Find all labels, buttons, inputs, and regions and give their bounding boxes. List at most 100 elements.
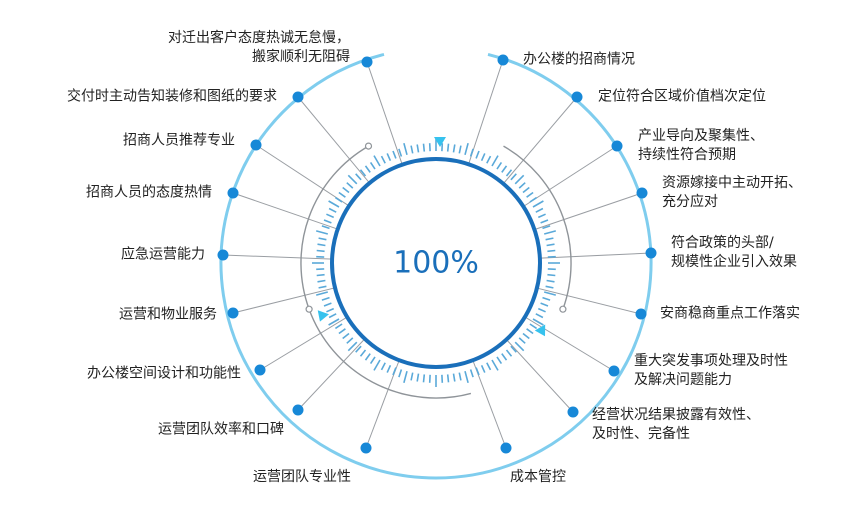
tick-mark: [454, 374, 455, 382]
tick-mark: [536, 314, 543, 318]
tick-mark: [411, 146, 413, 154]
tick-mark: [387, 365, 390, 372]
tick-mark: [541, 220, 548, 223]
tick-mark: [387, 153, 390, 160]
item-label-line: 充分应对: [662, 193, 802, 212]
tick-mark: [547, 251, 555, 252]
item-label: 成本管控: [510, 468, 566, 487]
tick-mark: [329, 209, 336, 213]
tick-mark: [411, 373, 413, 381]
item-label: 产业导向及聚集性、持续性符合预期: [638, 127, 764, 165]
item-label: 交付时主动告知装修和图纸的要求: [67, 88, 277, 107]
item-label-line: 持续性符合预期: [638, 146, 764, 165]
item-label-line: 交付时主动告知装修和图纸的要求: [67, 88, 277, 107]
tick-mark: [371, 357, 375, 364]
tick-mark: [371, 162, 375, 169]
item-label-line: 办公楼空间设计和功能性: [87, 365, 241, 384]
tick-mark: [343, 188, 349, 193]
gray-arc-end: [366, 143, 372, 149]
tick-mark: [546, 238, 554, 240]
tick-mark: [515, 175, 524, 184]
item-label: 安商稳商重点工作落实: [660, 305, 800, 324]
tick-mark: [533, 319, 543, 325]
item-label-line: 资源嫁接中主动开拓、: [662, 174, 802, 193]
tick-mark: [329, 314, 336, 318]
tick-mark: [541, 303, 548, 306]
tick-mark: [547, 281, 555, 282]
node-dot: [255, 365, 266, 376]
tick-mark: [404, 371, 407, 383]
tick-mark: [424, 144, 425, 152]
tick-mark: [326, 214, 333, 217]
tick-mark: [465, 371, 468, 383]
item-label-line: 及时性、完备性: [592, 425, 760, 444]
item-label: 运营和物业服务: [119, 306, 217, 325]
tick-mark: [448, 374, 449, 382]
item-label: 运营团队效率和口碑: [158, 421, 284, 440]
tick-mark: [523, 334, 529, 339]
tick-mark: [399, 370, 402, 378]
tick-mark: [459, 146, 461, 154]
item-label-line: 运营团队效率和口碑: [158, 421, 284, 440]
tick-mark: [507, 350, 512, 356]
tick-mark: [492, 360, 498, 370]
tick-mark: [335, 324, 342, 328]
node-dot: [218, 250, 229, 261]
tick-mark: [459, 373, 461, 381]
node-dot: [636, 309, 647, 320]
item-label-line: 重大突发事项处理及时性: [634, 352, 788, 371]
node-dot: [362, 57, 373, 68]
item-label: 办公楼的招商情况: [523, 51, 635, 70]
tick-mark: [317, 275, 325, 276]
item-label: 招商人员推荐专业: [123, 132, 235, 151]
tick-mark: [317, 251, 325, 252]
item-label-line: 产业导向及聚集性、: [638, 127, 764, 146]
item-label: 办公楼空间设计和功能性: [87, 365, 241, 384]
item-label-line: 应急运营能力: [121, 246, 205, 265]
tick-mark: [515, 342, 524, 351]
item-label: 资源嫁接中主动开拓、充分应对: [662, 174, 802, 212]
tick-mark: [487, 156, 491, 163]
item-label-line: 及解决问题能力: [634, 371, 788, 390]
tick-mark: [318, 244, 326, 245]
tick-mark: [316, 231, 328, 234]
tick-mark: [382, 363, 386, 370]
tick-mark: [366, 354, 371, 361]
tick-mark: [527, 193, 534, 198]
tick-mark: [319, 238, 327, 240]
tick-mark: [326, 309, 333, 312]
item-label: 定位符合区域价值档次定位: [598, 88, 766, 107]
tick-mark: [324, 303, 331, 306]
center-percentage: 100%: [393, 246, 479, 281]
node-dot: [251, 140, 262, 151]
tick-mark: [497, 357, 501, 364]
tick-mark: [465, 143, 468, 155]
tick-mark: [544, 231, 556, 234]
tick-mark: [502, 166, 507, 173]
tick-mark: [374, 156, 380, 166]
item-label: 招商人员的态度热情: [86, 184, 212, 203]
item-label-line: 运营团队专业性: [253, 468, 351, 487]
tick-mark: [335, 198, 342, 202]
tick-mark: [536, 209, 543, 213]
tick-mark: [404, 143, 407, 155]
item-label: 对迁出客户态度热诚无怠慢，搬家顺利无阻碍: [168, 29, 350, 67]
node-dot: [228, 188, 239, 199]
node-dot: [293, 92, 304, 103]
item-label-line: 招商人员的态度热情: [86, 184, 212, 203]
node-dot: [501, 443, 512, 454]
item-label-line: 规模性企业引入效果: [671, 253, 797, 272]
tick-mark: [417, 145, 418, 153]
item-label-line: 定位符合区域价值档次定位: [598, 88, 766, 107]
tick-mark: [546, 286, 554, 288]
tick-mark: [519, 183, 525, 188]
node-dot: [612, 141, 623, 152]
item-label-line: 办公楼的招商情况: [523, 51, 635, 70]
item-label-line: 经营状况结果披露有效性、: [592, 406, 760, 425]
tick-mark: [361, 350, 366, 356]
item-label-line: 对迁出客户态度热诚无怠慢，: [168, 29, 350, 48]
tick-mark: [476, 151, 479, 158]
item-label-line: 招商人员推荐专业: [123, 132, 235, 151]
tick-mark: [543, 298, 551, 301]
